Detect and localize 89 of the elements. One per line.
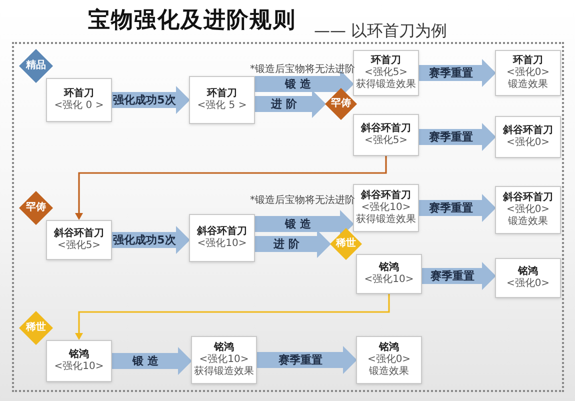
item-name: 铭鸿: [518, 266, 538, 278]
block-arrow: [255, 90, 326, 118]
level-text: <强化0>: [506, 137, 550, 149]
item-name: 铭鸿: [69, 349, 89, 361]
item-name: 铭鸿: [379, 342, 399, 354]
rank-diamond: [19, 49, 53, 83]
connector-line: [75, 156, 387, 220]
block-arrow: [419, 123, 496, 151]
block-arrow: [112, 347, 192, 375]
effect-text: 获得锻造效果: [356, 79, 416, 91]
item-card: [46, 78, 112, 122]
item-name: 斜谷环首刀: [361, 190, 411, 202]
level-text: <强化0>: [506, 278, 550, 290]
item-name: 斜谷环首刀: [197, 226, 247, 238]
effect-text: 锻造效果: [508, 216, 548, 228]
item-name: 斜谷环首刀: [503, 192, 553, 204]
edge-label: 进 阶: [274, 238, 300, 250]
level-text: <强化5>: [364, 67, 408, 78]
block-arrow: [112, 226, 190, 254]
item-card: [353, 184, 419, 232]
block-arrow: [112, 86, 190, 114]
effect-text: 锻造效果: [508, 79, 548, 91]
item-name: 铭鸿: [379, 262, 399, 274]
effect-text: 获得锻造效果: [356, 214, 416, 226]
rank-label: 稀世: [336, 239, 356, 249]
item-card: [191, 336, 257, 384]
item-name: 环首刀: [64, 88, 94, 100]
item-card: [46, 220, 112, 260]
block-arrow: [257, 346, 357, 374]
item-name: 斜谷环首刀: [54, 228, 104, 240]
item-card: [495, 258, 561, 298]
rank-label: 稀世: [26, 323, 46, 333]
block-arrow: [419, 59, 496, 87]
edge-label: 强化成功5次: [113, 94, 176, 106]
item-name: 环首刀: [513, 55, 543, 67]
effect-text: 获得锻造效果: [194, 366, 254, 378]
item-card: [353, 114, 419, 156]
item-card: [495, 186, 561, 234]
edge-label: 强化成功5次: [113, 234, 176, 246]
item-name: 环首刀: [207, 88, 237, 100]
level-text: <强化10>: [54, 361, 104, 373]
edge-label: 赛季重置: [429, 68, 473, 78]
rank-diamond: [325, 88, 357, 120]
rank-diamond: [19, 191, 53, 225]
rank-label: 罕俦: [331, 99, 351, 109]
item-card: [495, 116, 561, 158]
level-text: <强化0>: [506, 204, 550, 216]
edge-label: 锻 造: [285, 218, 311, 230]
edge-label: 赛季重置: [278, 354, 322, 366]
note-text: *锻造后宝物将无法进阶: [250, 62, 355, 77]
level-text: <强化 5 >: [197, 100, 247, 112]
level-text: <强化 0 >: [54, 100, 104, 112]
edge-label: 赛季重置: [429, 202, 473, 214]
item-card: [356, 254, 422, 294]
item-name: 环首刀: [371, 55, 401, 67]
edge-label: 赛季重置: [430, 270, 474, 282]
level-text: <强化10>: [364, 274, 414, 286]
level-text: <强化10>: [361, 202, 411, 214]
item-card: [189, 214, 255, 262]
item-card: [46, 340, 112, 382]
item-name: 斜谷环首刀: [361, 123, 411, 135]
rank-diamond: [330, 228, 362, 260]
item-card: [356, 336, 422, 384]
level-text: <强化5>: [57, 240, 101, 252]
connector-line: [75, 294, 390, 340]
block-arrow: [419, 194, 496, 222]
rank-diamond: [19, 311, 53, 345]
effect-text: 锻造效果: [369, 366, 409, 378]
item-card: [189, 76, 255, 124]
rank-label: 精品: [26, 61, 46, 71]
item-card: [353, 50, 419, 96]
level-text: <强化10>: [199, 354, 249, 366]
level-text: <强化0>: [367, 354, 411, 366]
title: 宝物强化及进阶规则: [88, 6, 296, 35]
edge-label: 赛季重置: [429, 132, 473, 142]
rank-label: 罕俦: [26, 203, 46, 213]
level-text: <强化0>: [506, 67, 550, 78]
edge-label: 锻 造: [285, 78, 311, 90]
edge-label: 锻 造: [132, 356, 158, 366]
block-arrow: [422, 262, 496, 290]
note-text: *锻造后宝物将无法进阶: [250, 194, 355, 208]
item-name: 斜谷环首刀: [503, 125, 553, 137]
level-text: <强化5>: [364, 135, 408, 147]
item-name: 铭鸿: [214, 342, 234, 354]
edge-label: 进 阶: [271, 98, 297, 110]
item-card: [495, 50, 561, 96]
block-arrow: [255, 230, 331, 258]
subtitle: —— 以环首刀为例: [314, 20, 448, 42]
level-text: <强化10>: [197, 238, 247, 250]
